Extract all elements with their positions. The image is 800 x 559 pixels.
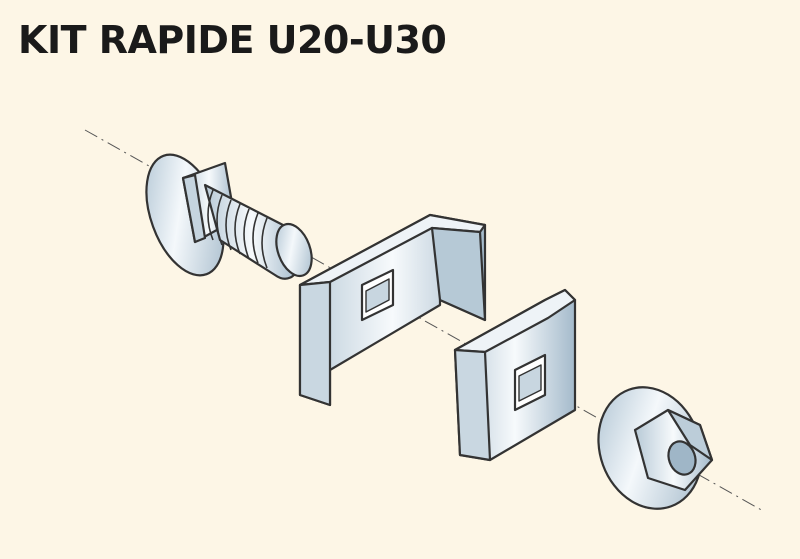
bracket-large: [298, 213, 487, 407]
flange-nut: [597, 386, 714, 510]
bracket-small: [453, 288, 577, 462]
carriage-bolt: [145, 153, 313, 280]
page-title: KIT RAPIDE U20-U30: [18, 18, 447, 62]
